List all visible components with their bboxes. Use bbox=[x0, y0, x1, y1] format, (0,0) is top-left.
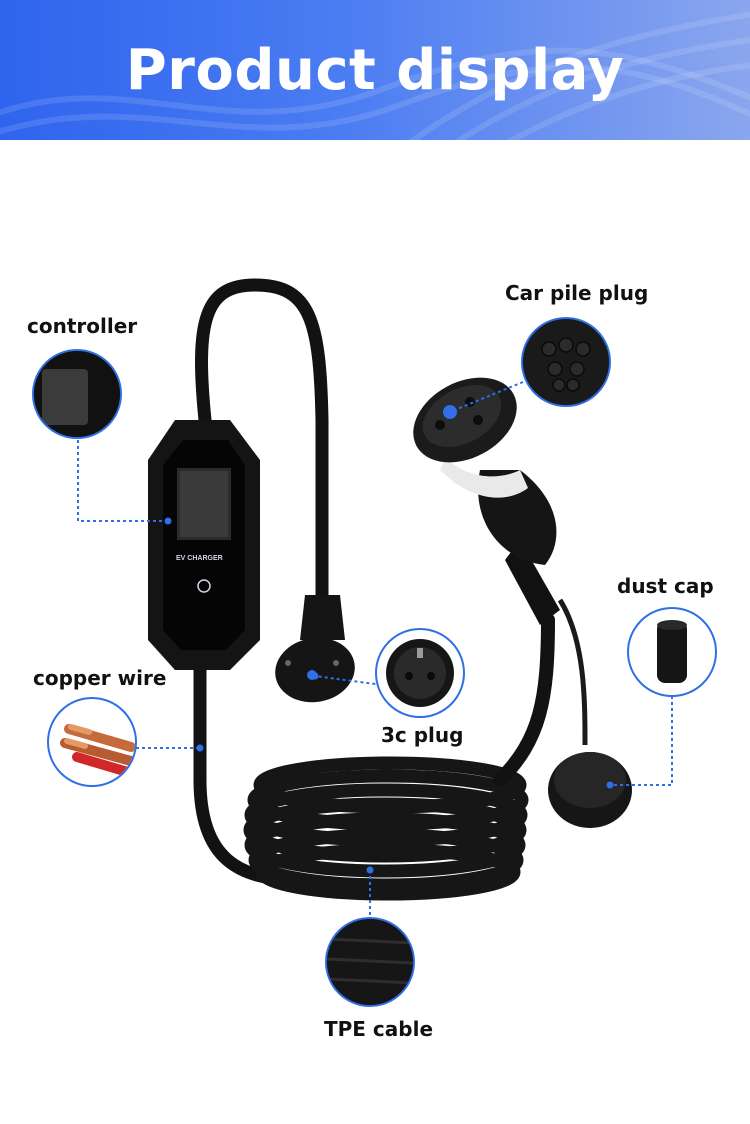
label-dust-cap: dust cap bbox=[617, 574, 714, 598]
callout-dust-cap bbox=[627, 607, 717, 697]
label-controller: controller bbox=[27, 314, 138, 338]
dust-cap bbox=[548, 752, 632, 828]
callout-3c-plug bbox=[375, 628, 465, 718]
callout-controller bbox=[32, 349, 122, 439]
connector-cable bbox=[493, 613, 555, 787]
banner-wave-decoration bbox=[0, 11, 750, 140]
callout-leader-lines bbox=[77, 381, 673, 918]
power-button-icon bbox=[197, 579, 211, 593]
device-screen-label: EV CHARGER bbox=[176, 555, 223, 562]
label-car-pile-plug: Car pile plug bbox=[505, 281, 649, 305]
3c-plug-body bbox=[275, 595, 355, 703]
page-title: Product display bbox=[125, 37, 625, 103]
power-cable bbox=[195, 278, 329, 607]
controller-box bbox=[148, 420, 260, 670]
callout-tpe-cable bbox=[325, 917, 415, 1007]
type2-connector bbox=[413, 377, 560, 625]
dust-cap-tether bbox=[557, 598, 588, 746]
callout-car-pile-plug bbox=[521, 317, 611, 407]
label-copper-wire: copper wire bbox=[33, 666, 167, 690]
tpe-cable-coil bbox=[243, 756, 529, 901]
label-tpe-cable: TPE cable bbox=[324, 1017, 434, 1041]
header-banner: Product display bbox=[0, 0, 750, 140]
label-3c-plug: 3c plug bbox=[381, 723, 464, 747]
callout-copper-wire bbox=[47, 697, 137, 787]
callout-anchor-dots bbox=[164, 408, 614, 874]
